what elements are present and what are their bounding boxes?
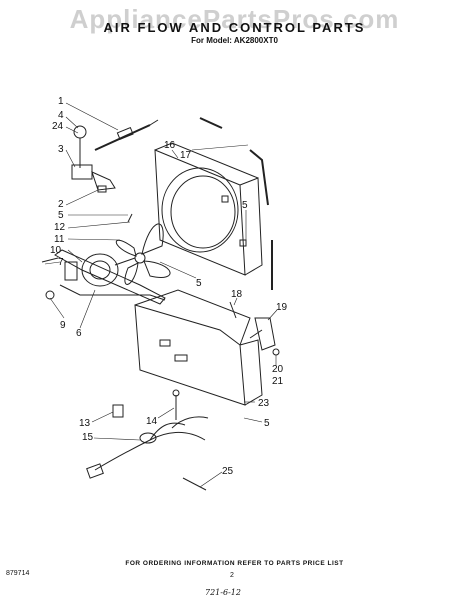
- callout-19: 19: [276, 302, 288, 313]
- ordering-note: FOR ORDERING INFORMATION REFER TO PARTS …: [125, 560, 344, 567]
- callout-18: 18: [231, 289, 243, 300]
- callout-15: 15: [82, 432, 94, 443]
- callout-5-base: 5: [264, 418, 270, 429]
- partition-base: [134, 289, 263, 406]
- callout-24: 24: [52, 121, 64, 132]
- callout-5-fan: 5: [58, 210, 64, 221]
- callout-21: 21: [272, 376, 284, 387]
- callout-5-shroud-bottom: 5: [196, 278, 202, 289]
- model-subtitle: For Model: AK2800XT0: [191, 36, 278, 45]
- callout-5-shroud-top: 5: [242, 200, 248, 211]
- callout-20: 20: [272, 364, 284, 375]
- callout-3: 3: [58, 144, 64, 155]
- callout-14: 14: [146, 416, 158, 427]
- callout-10: 10: [50, 245, 62, 256]
- callout-2: 2: [58, 199, 64, 210]
- callout-1: 1: [58, 96, 64, 107]
- fan-shroud-panel: [154, 142, 263, 276]
- leader-lines: [44, 102, 278, 488]
- wiring-harness: [86, 389, 209, 491]
- page-number: 2: [230, 572, 234, 579]
- seal-strips: [199, 117, 273, 290]
- callout-23: 23: [258, 398, 270, 409]
- handwritten-code: 721-6-12: [205, 588, 241, 597]
- callout-7: 7: [58, 257, 64, 268]
- callout-11: 11: [54, 234, 65, 245]
- callout-16: 16: [164, 140, 176, 151]
- page-title: AIR FLOW AND CONTROL PARTS: [103, 20, 366, 35]
- control-bracket: [249, 317, 280, 356]
- callout-12: 12: [54, 222, 66, 233]
- control-rod-assembly: [71, 119, 159, 193]
- callout-13: 13: [79, 418, 91, 429]
- callout-17: 17: [180, 150, 192, 161]
- callout-25: 25: [222, 466, 234, 477]
- callout-6: 6: [76, 328, 82, 339]
- motor-and-fan-assembly: [41, 213, 171, 305]
- callout-4: 4: [58, 110, 64, 121]
- document-number: 879714: [6, 570, 30, 577]
- callout-9: 9: [60, 320, 66, 331]
- callout-numbers: 1 4 24 3 2 5 12 11 10 7 9 6 16 17 5 5 18…: [50, 96, 288, 477]
